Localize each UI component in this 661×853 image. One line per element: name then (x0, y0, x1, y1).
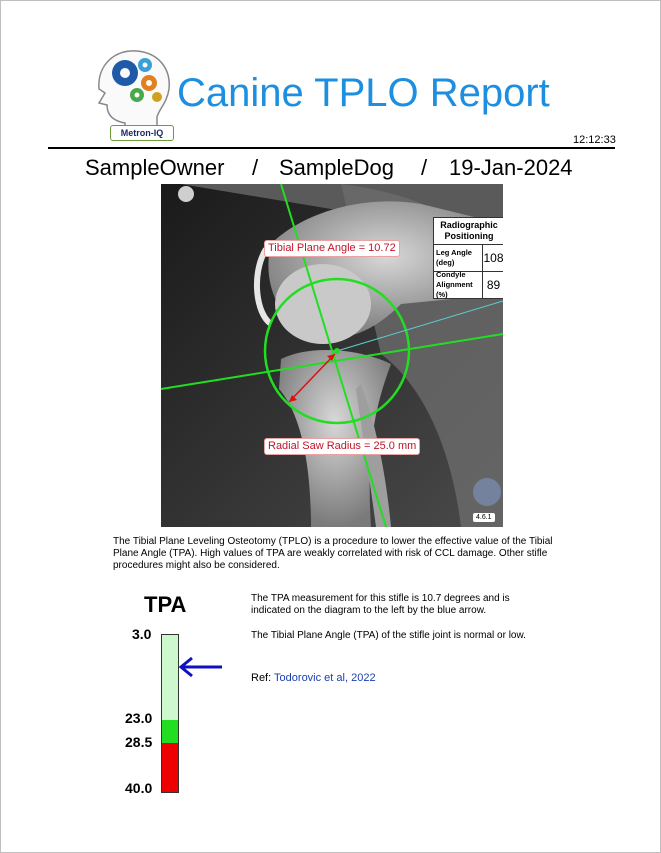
tpa-band-elevated (162, 719, 178, 744)
header-divider (48, 147, 615, 149)
positioning-title: Radiographic Positioning (434, 218, 503, 245)
report-time: 12:12:33 (573, 134, 616, 146)
logo-label: Metron-IQ (110, 125, 174, 141)
report-date: 19-Jan-2024 (449, 155, 573, 180)
tpa-scale-title: TPA (144, 592, 187, 617)
positioning-name: Condyle Alignment (%) (434, 270, 483, 299)
reference-line: Ref: Todorovic et al, 2022 (251, 672, 376, 684)
reference-prefix: Ref: (251, 672, 272, 684)
report-title: Canine TPLO Report (177, 71, 550, 115)
owner-name: SampleOwner (85, 155, 225, 180)
procedure-description: The Tibial Plane Leveling Osteotomy (TPL… (113, 536, 553, 571)
tpa-tick-label: 23.0 (125, 710, 153, 726)
tpa-band-normal (162, 635, 178, 720)
positioning-row: Leg Angle (deg) 108 (434, 245, 503, 272)
tpa-tick-label: 40.0 (125, 780, 153, 796)
separator: / (421, 155, 428, 180)
metron-iq-logo-icon (97, 50, 170, 139)
tpa-band-high (162, 743, 178, 792)
positioning-row: Condyle Alignment (%) 89 (434, 270, 503, 299)
radiograph-image: Tibial Plane Angle = 10.72 Radial Saw Ra… (161, 184, 503, 527)
positioning-name: Leg Angle (deg) (434, 245, 483, 271)
tpa-label: Tibial Plane Angle = 10.72 (264, 240, 400, 257)
tpa-scale-bar (161, 634, 179, 793)
tpa-tick-label: 28.5 (125, 734, 153, 750)
dog-name: SampleDog (279, 155, 394, 180)
version-badge: 4.6.1 (473, 513, 495, 522)
tpa-measurement-text: The TPA measurement for this stifle is 1… (251, 593, 510, 616)
positioning-table: Radiographic Positioning Leg Angle (deg)… (433, 217, 503, 299)
tpa-tick-label: 3.0 (132, 626, 152, 642)
positioning-value: 89 (486, 278, 501, 292)
tpa-conclusion-text: The Tibial Plane Angle (TPA) of the stif… (251, 630, 526, 641)
saw-radius-label: Radial Saw Radius = 25.0 mm (264, 438, 421, 455)
reference-link[interactable]: Todorovic et al, 2022 (274, 672, 376, 684)
separator: / (252, 155, 259, 180)
positioning-value: 108 (483, 251, 503, 265)
tpa-marker-arrow-icon (178, 656, 222, 677)
